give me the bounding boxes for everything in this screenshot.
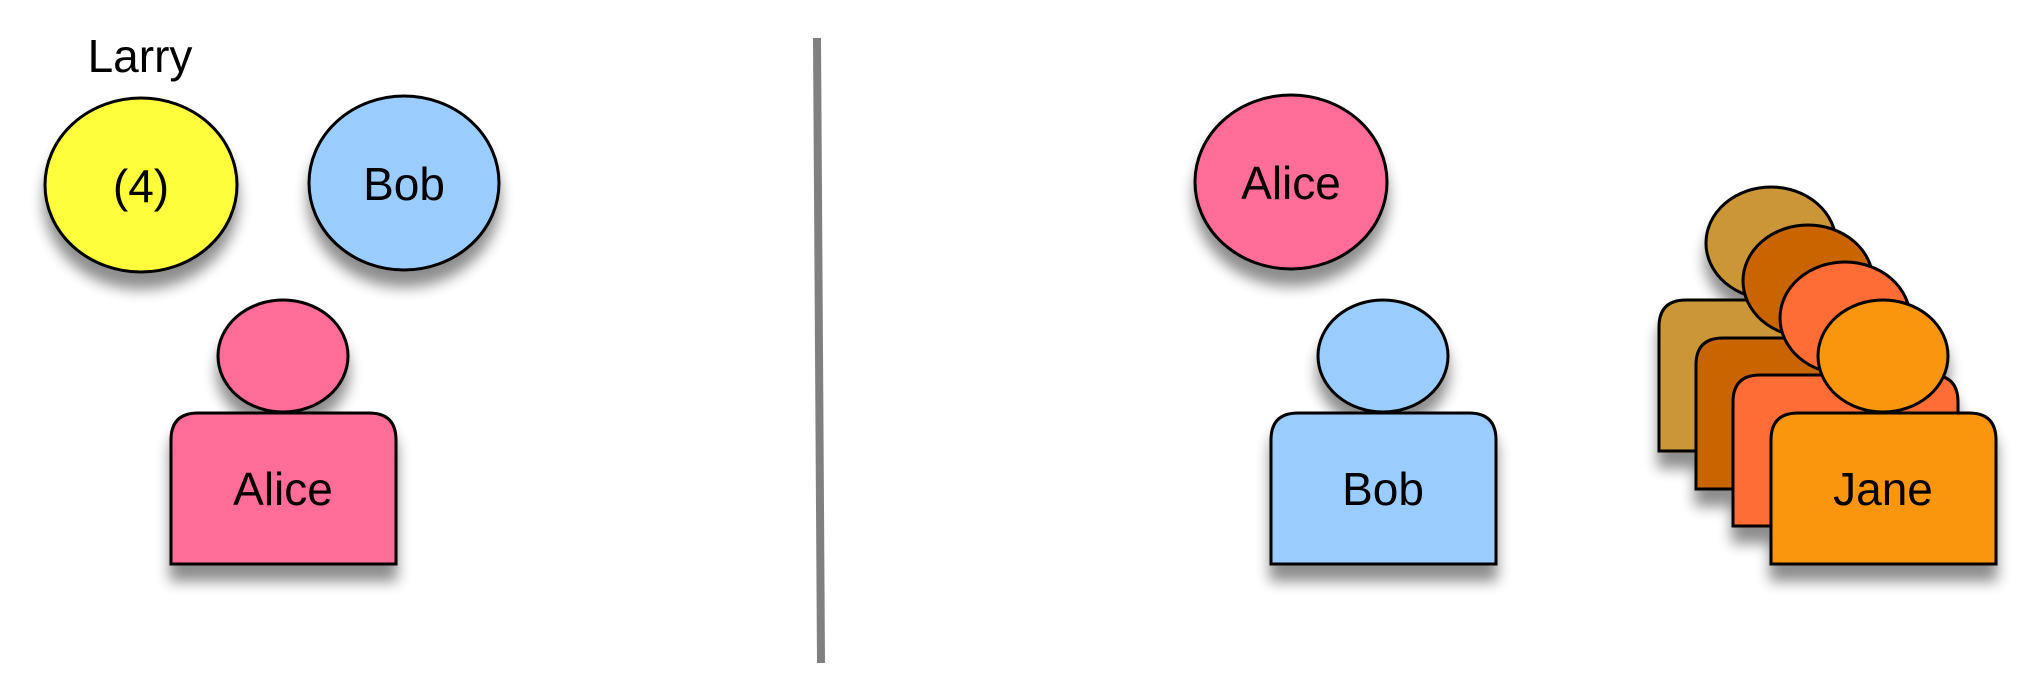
divider-line <box>813 37 825 664</box>
bob-bubble-label: Bob <box>363 158 445 210</box>
larry-caption: Larry <box>88 30 193 82</box>
alice-bubble-label: Alice <box>1241 157 1341 209</box>
larry-bubble <box>43 96 239 274</box>
bob-person <box>1269 298 1498 566</box>
bob-person-head <box>1316 298 1450 414</box>
alice-bubble-shape <box>1193 93 1389 271</box>
left-scene: Larry (4) Bob Alice <box>43 30 501 566</box>
larry-bubble-label: (4) <box>113 160 169 212</box>
alice-person <box>169 298 398 566</box>
alice-person-label: Alice <box>233 463 333 515</box>
alice-person-head <box>216 298 350 414</box>
bob-bubble <box>307 94 501 272</box>
bob-bubble-shape <box>307 94 501 272</box>
alice-person-body <box>169 411 398 566</box>
right-scene: Alice Bob <box>1193 93 1998 566</box>
bob-person-label: Bob <box>1342 463 1424 515</box>
bob-person-body <box>1269 411 1498 566</box>
jane-person-stack <box>1657 185 1998 566</box>
larry-bubble-shape <box>43 96 239 274</box>
jane-person-front <box>1769 298 1998 566</box>
jane-person-label: Jane <box>1833 463 1933 515</box>
alice-bubble <box>1193 93 1389 271</box>
